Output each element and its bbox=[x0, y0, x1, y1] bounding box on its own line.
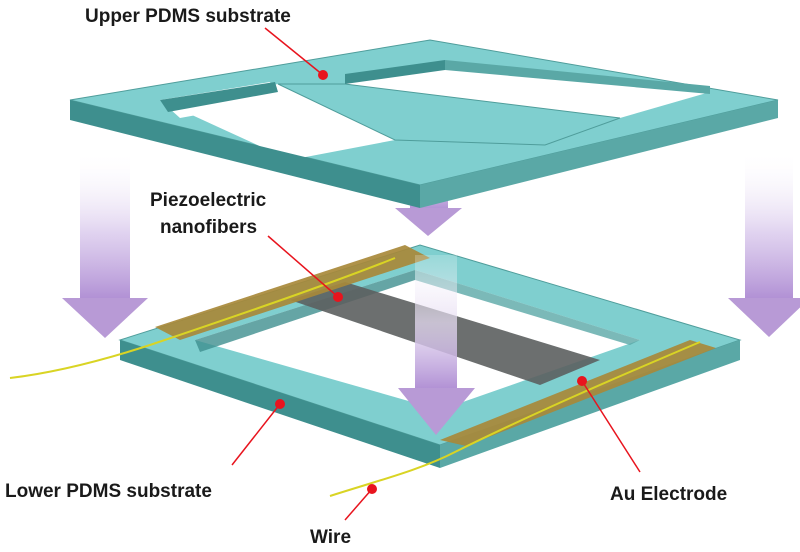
marker-wire bbox=[367, 484, 377, 494]
label-upper-substrate: Upper PDMS substrate bbox=[85, 6, 291, 27]
leader-lower-substrate bbox=[231, 403, 281, 466]
label-electrode: Au Electrode bbox=[610, 484, 727, 505]
label-nanofibers-line2: nanofibers bbox=[160, 217, 257, 238]
leader-nanofibers bbox=[267, 235, 339, 298]
label-lower-substrate: Lower PDMS substrate bbox=[5, 481, 212, 502]
leader-electrode bbox=[581, 380, 641, 473]
wire-left bbox=[9, 257, 396, 379]
marker-upper-substrate bbox=[318, 70, 328, 80]
marker-nanofibers bbox=[333, 292, 343, 302]
marker-electrode bbox=[577, 376, 587, 386]
leader-upper-substrate bbox=[264, 27, 324, 76]
lower-center-arrow bbox=[398, 255, 475, 435]
label-wire: Wire bbox=[310, 527, 351, 547]
au-electrode-right bbox=[440, 340, 716, 446]
leader-wire bbox=[344, 488, 373, 521]
wire-right bbox=[329, 341, 701, 497]
left-arrow bbox=[62, 150, 148, 338]
upper-pdms-substrate bbox=[69, 39, 779, 208]
right-arrow bbox=[728, 150, 800, 337]
au-electrode-left bbox=[155, 245, 430, 340]
label-nanofibers-line1: Piezoelectric bbox=[150, 190, 267, 211]
marker-lower-substrate bbox=[275, 399, 285, 409]
